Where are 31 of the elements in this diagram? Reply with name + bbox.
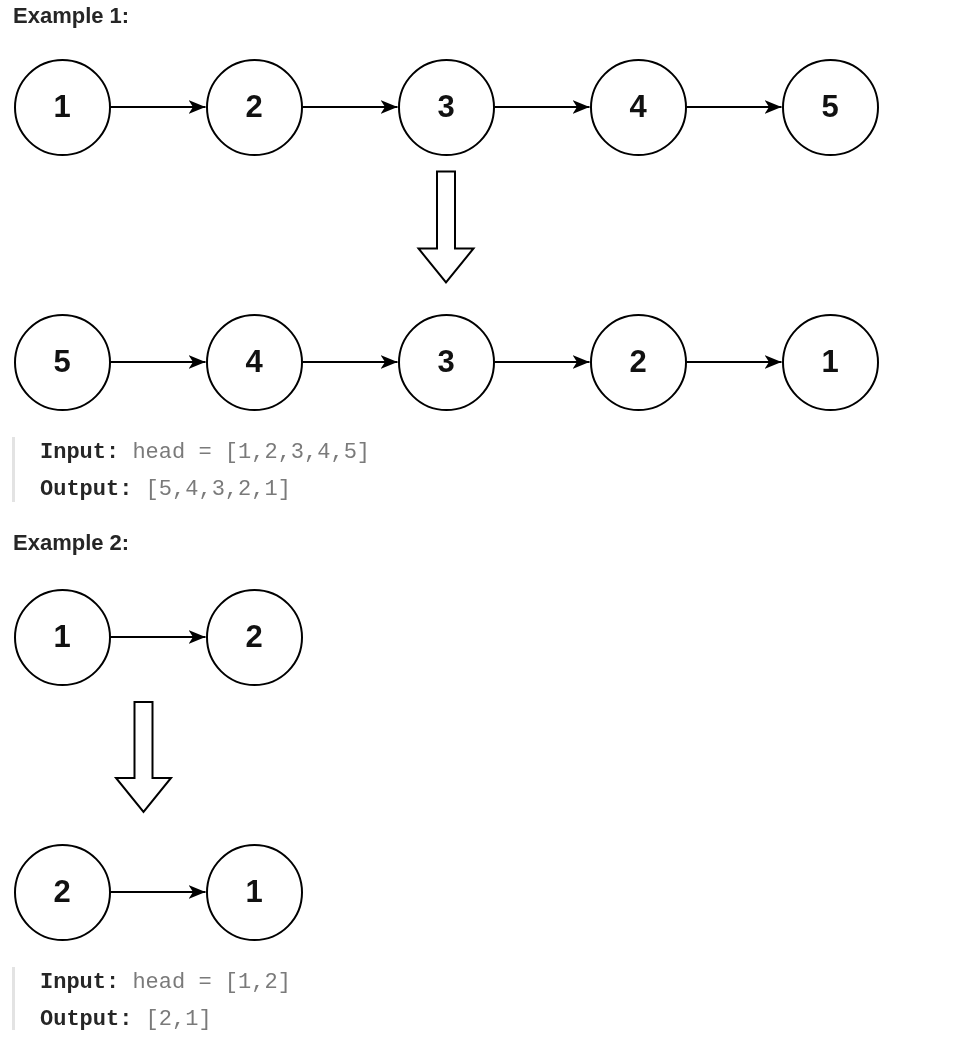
node-value: 5: [53, 345, 71, 379]
arrow: [685, 355, 783, 369]
node-value: 1: [53, 90, 71, 124]
section-heading: Example 1:: [13, 3, 130, 29]
code-line: Input: head = [1,2,3,4,5]: [40, 439, 371, 467]
arrow: [493, 100, 591, 114]
node-value: 1: [53, 620, 71, 654]
code-line: Output: [2,1]: [40, 1006, 212, 1034]
arrow: [685, 100, 783, 114]
node-value: 3: [437, 345, 455, 379]
node-value: 4: [245, 345, 263, 379]
arrow: [109, 100, 207, 114]
node-value: 2: [245, 620, 263, 654]
block-arrow: [416, 170, 476, 285]
node-value: 5: [821, 90, 839, 124]
node-value: 1: [245, 875, 263, 909]
arrow: [301, 100, 399, 114]
node-value: 1: [821, 345, 839, 379]
arrow: [301, 355, 399, 369]
node-value: 4: [629, 90, 647, 124]
arrow: [109, 885, 207, 899]
arrow: [109, 355, 207, 369]
code-line: Input: head = [1,2]: [40, 969, 291, 997]
node-value: 2: [245, 90, 263, 124]
arrow: [493, 355, 591, 369]
code-line: Output: [5,4,3,2,1]: [40, 476, 291, 504]
section-heading: Example 2:: [13, 530, 130, 556]
node-value: 2: [629, 345, 647, 379]
arrow: [109, 630, 207, 644]
node-value: 2: [53, 875, 71, 909]
node-value: 3: [437, 90, 455, 124]
